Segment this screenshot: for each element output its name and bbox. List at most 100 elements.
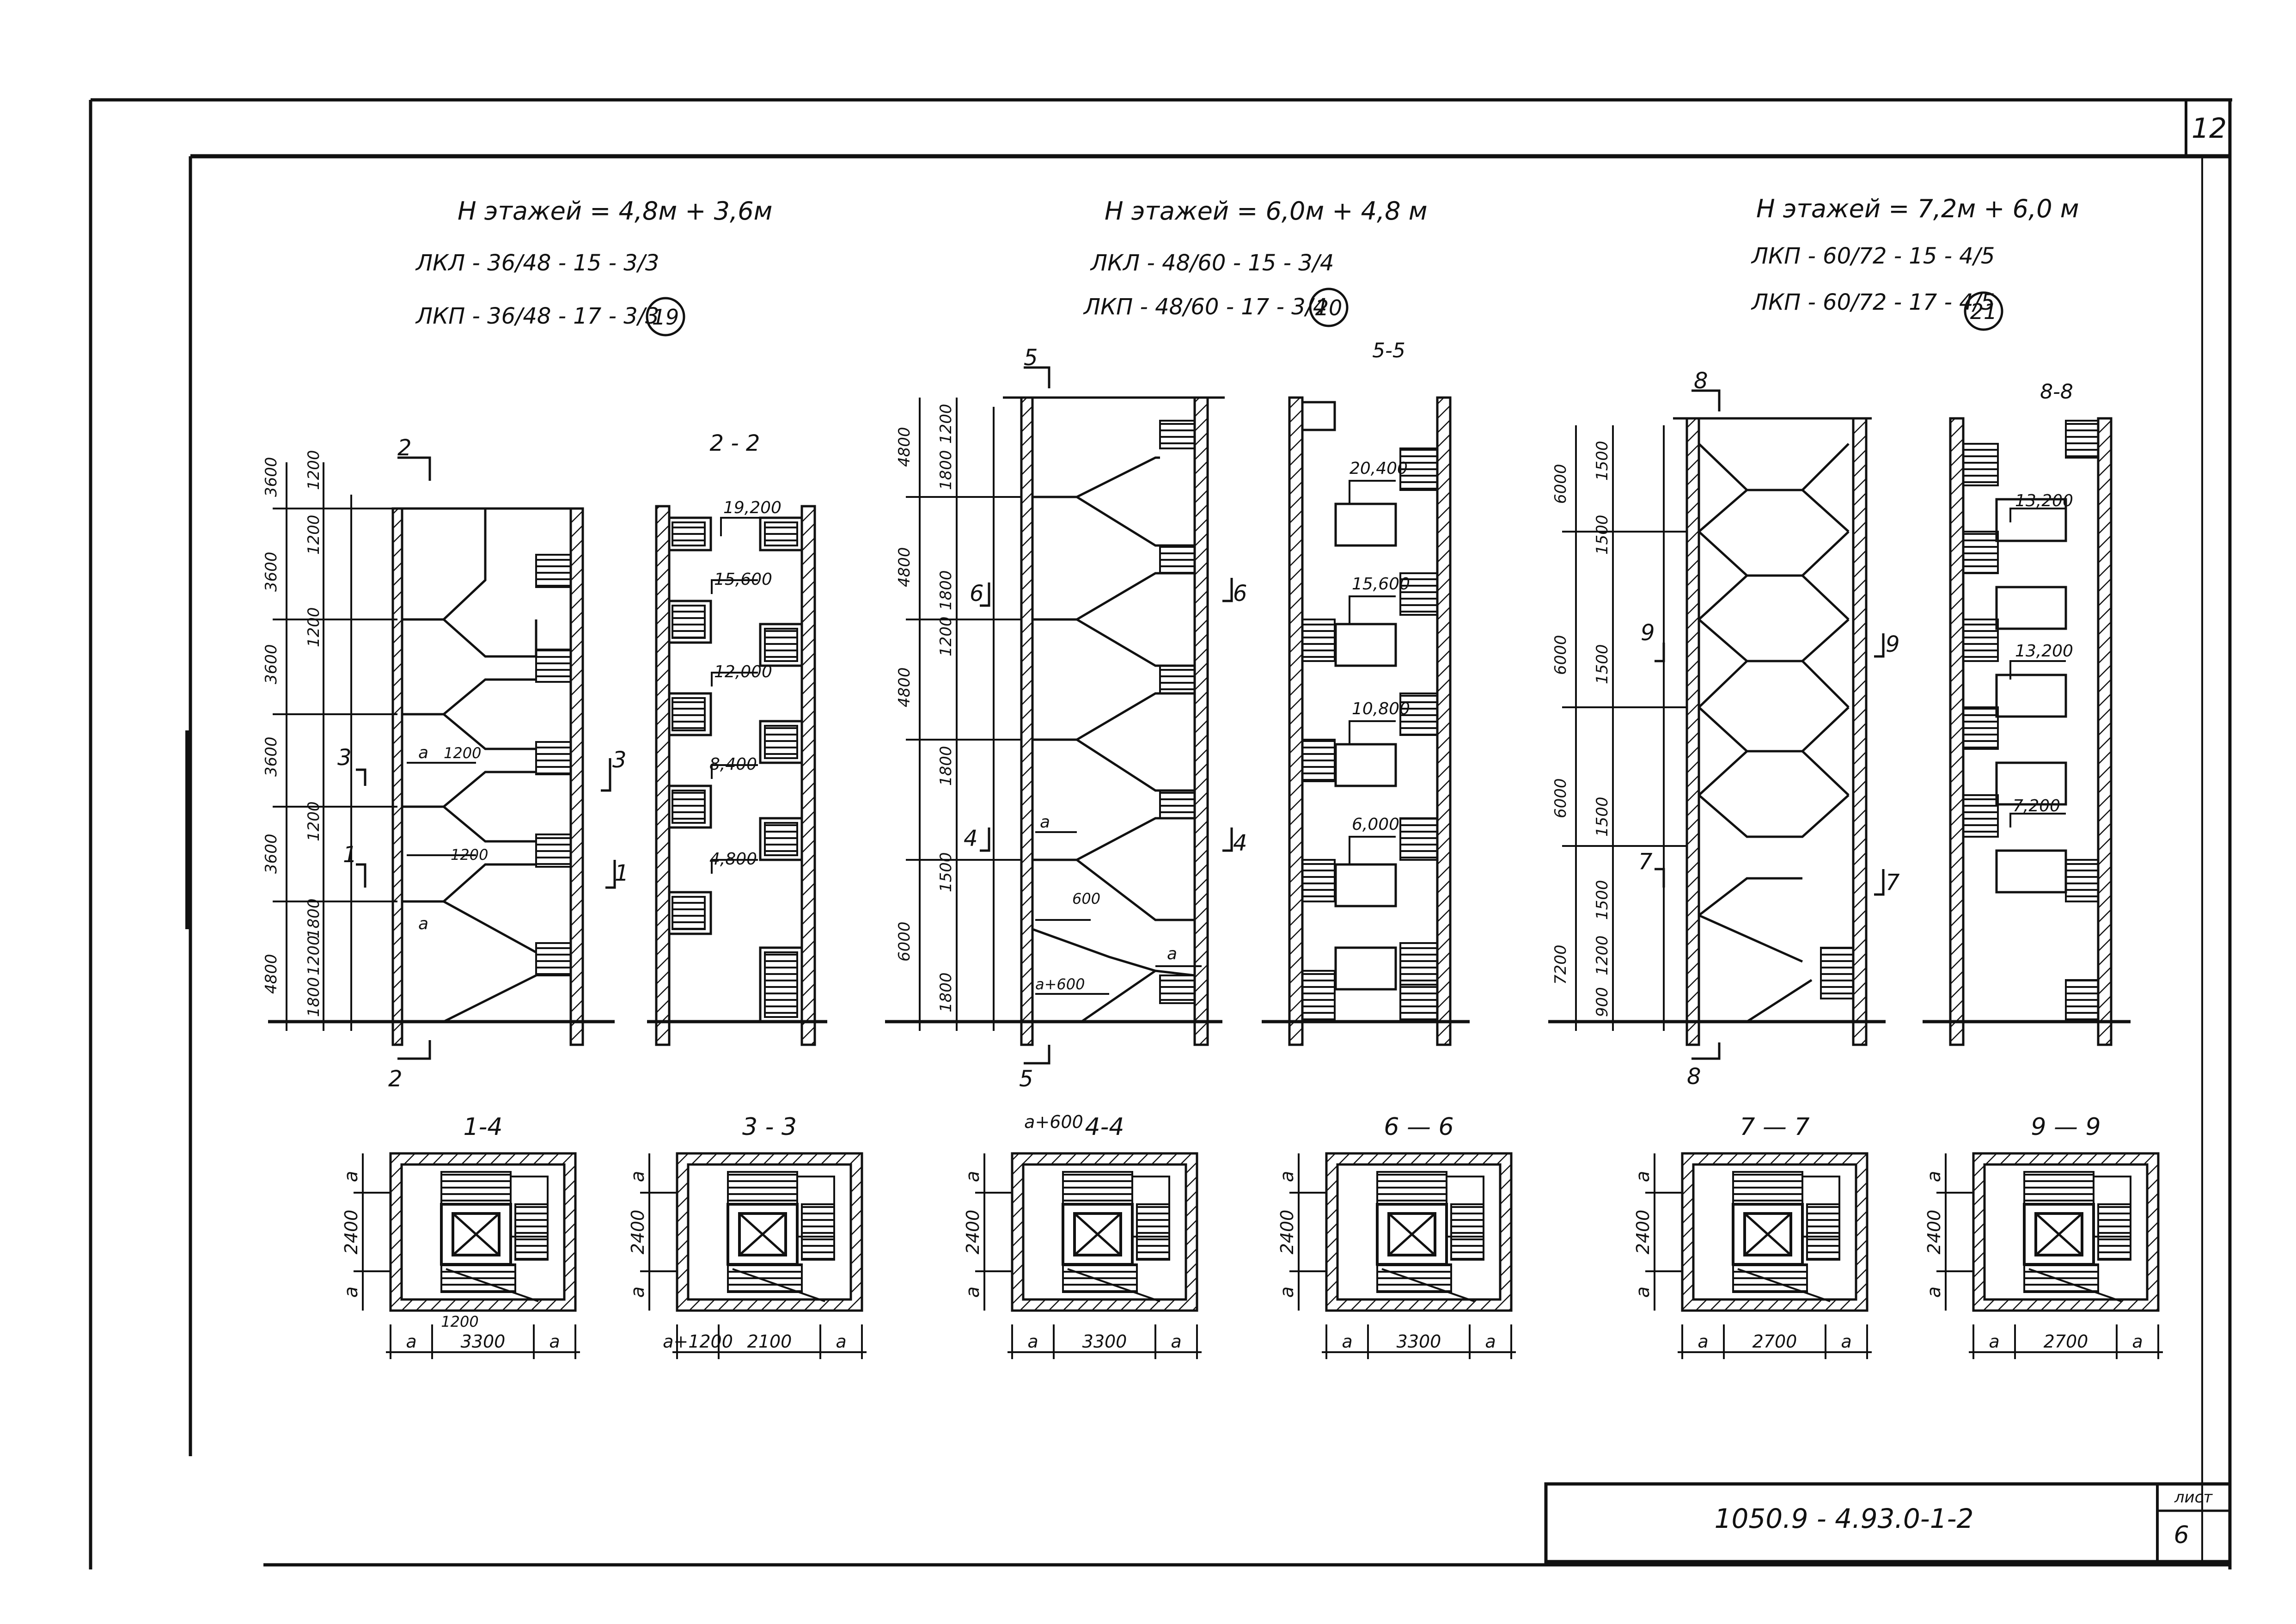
section-5-5: 5-5 20,400 15,600 10,8: [1262, 339, 1470, 1046]
plan-stair-flight: [1062, 1171, 1133, 1205]
title-block: [1544, 1482, 2232, 1563]
svg-text:a: a: [1167, 944, 1177, 963]
svg-text:9: 9: [1886, 631, 1900, 657]
svg-text:4800: 4800: [895, 547, 914, 587]
group-header-21: Н этажей = 7,2м + 6,0 м ЛКП - 60/72 - 15…: [1751, 194, 2079, 331]
plan-stair-flight: [2023, 1171, 2094, 1205]
walk-line: [1381, 1268, 1475, 1302]
dim-side: 2400: [1924, 1210, 1944, 1255]
svg-text:1800: 1800: [305, 977, 323, 1017]
dim-bottom: a: [836, 1331, 846, 1352]
dim-bottom: a: [549, 1331, 560, 1352]
plan-stair-flight: [1806, 1203, 1840, 1261]
svg-text:1200: 1200: [451, 846, 488, 864]
dim-a: a: [627, 1171, 648, 1183]
dim-bottom: 3300: [1082, 1331, 1127, 1352]
svg-text:900: 900: [1593, 987, 1612, 1017]
elevator-cross: [452, 1213, 500, 1256]
walk-line: [1802, 1176, 1840, 1238]
svg-text:1800: 1800: [937, 972, 955, 1012]
svg-text:1500: 1500: [1593, 515, 1612, 555]
plan-stair-flight: [801, 1203, 835, 1261]
svg-text:4800: 4800: [262, 954, 281, 994]
svg-text:6000: 6000: [1551, 778, 1570, 818]
mark-line-2: ЛКП - 36/48 - 17 - 3/3: [415, 303, 659, 329]
svg-text:7200: 7200: [1551, 944, 1570, 985]
group-number-circle: [646, 297, 685, 337]
elevator-car: [2034, 1212, 2083, 1256]
mark-line-1: ЛКЛ - 36/48 - 15 - 3/3: [415, 250, 659, 276]
height-note: Н этажей = 7,2м + 6,0 м: [1756, 194, 2079, 223]
plan-title: 7 — 7: [1740, 1113, 1809, 1141]
dim-side: 2400: [1633, 1210, 1653, 1255]
plan-stair-flight: [1062, 1263, 1138, 1293]
svg-text:3600: 3600: [262, 833, 281, 874]
plan-1: [354, 1152, 580, 1359]
mark-line-1: ЛКП - 60/72 - 15 - 4/5: [1751, 243, 1995, 269]
svg-text:9: 9: [1641, 620, 1655, 646]
cut-label: 3: [337, 745, 352, 771]
plan-4: [1289, 1152, 1516, 1359]
walk-line: [511, 1176, 549, 1238]
cut-label: 1: [343, 842, 357, 868]
dim-bottom: 2100: [747, 1331, 792, 1352]
svg-text:a: a: [1040, 813, 1050, 832]
dim-a: a: [341, 1171, 362, 1183]
svg-text:7,200: 7,200: [2013, 797, 2060, 815]
svg-text:5: 5: [1024, 345, 1038, 371]
svg-text:6000: 6000: [1551, 464, 1570, 504]
height-note: Н этажей = 4,8м + 3,6м: [458, 196, 772, 226]
group-header-20: Н этажей = 6,0м + 4,8 м ЛКЛ - 48/60 - 15…: [1083, 196, 1427, 327]
dim-a: a: [1632, 1171, 1654, 1183]
section-2-2: 2 - 2: [647, 430, 827, 1046]
elevator-car: [1387, 1212, 1436, 1256]
svg-text:1200: 1200: [305, 935, 323, 975]
dim-bottom: a: [1698, 1331, 1708, 1352]
plan-stair-flight: [1732, 1263, 1808, 1293]
svg-text:13,200: 13,200: [2015, 491, 2073, 510]
walk-line: [2028, 1268, 2122, 1302]
dim-a: a: [1276, 1287, 1298, 1298]
elevator-car: [738, 1212, 787, 1256]
svg-text:1200: 1200: [937, 404, 955, 444]
dim-side: 2400: [1277, 1210, 1297, 1255]
plan-3: [975, 1152, 1202, 1359]
svg-text:12,000: 12,000: [714, 662, 772, 681]
document-code: 1050.9 - 4.93.0-1-2: [1715, 1503, 1974, 1534]
plan-title: 3 - 3: [742, 1113, 797, 1141]
dim-a: a: [962, 1287, 983, 1298]
svg-text:20,400: 20,400: [1350, 459, 1408, 478]
elevator-cross: [1744, 1213, 1792, 1256]
svg-text:1500: 1500: [1593, 797, 1612, 837]
section-title: 5-5: [1372, 339, 1405, 362]
group-number: 20: [1315, 295, 1343, 320]
dim-side: 2400: [341, 1210, 361, 1255]
plan-5: [1645, 1152, 1872, 1359]
dim-bottom: a+1200: [663, 1331, 733, 1352]
plan-stair-flight: [1136, 1203, 1170, 1261]
svg-text:1200: 1200: [305, 607, 323, 647]
svg-text:1500: 1500: [937, 852, 955, 892]
plan-stair-flight: [727, 1263, 803, 1293]
svg-text:1200: 1200: [305, 801, 323, 841]
walk-line: [1737, 1268, 1831, 1302]
svg-text:1200: 1200: [937, 616, 955, 656]
svg-text:4: 4: [1233, 830, 1247, 856]
page-number: 12: [2192, 112, 2227, 145]
cut-label: 2: [388, 1066, 403, 1092]
svg-text:6000: 6000: [1551, 635, 1570, 675]
dim-side: 2400: [963, 1210, 983, 1255]
dim-bottom: 2700: [2044, 1331, 2088, 1352]
svg-text:1800: 1800: [305, 898, 323, 938]
dim-bottom: a: [1841, 1331, 1851, 1352]
section-8-8: 8-8 13,200 13,200 7,200: [1923, 380, 2131, 1046]
elevator-cross: [739, 1213, 787, 1256]
sheet-frame: [89, 98, 2232, 1569]
dim-a: a: [1924, 1287, 1945, 1298]
group-header-19: Н этажей = 4,8м + 3,6м ЛКЛ - 36/48 - 15 …: [415, 196, 772, 337]
svg-text:1500: 1500: [1593, 441, 1612, 481]
svg-text:1200: 1200: [444, 744, 481, 762]
walk-line: [732, 1268, 825, 1302]
wall-right: [569, 507, 584, 1046]
